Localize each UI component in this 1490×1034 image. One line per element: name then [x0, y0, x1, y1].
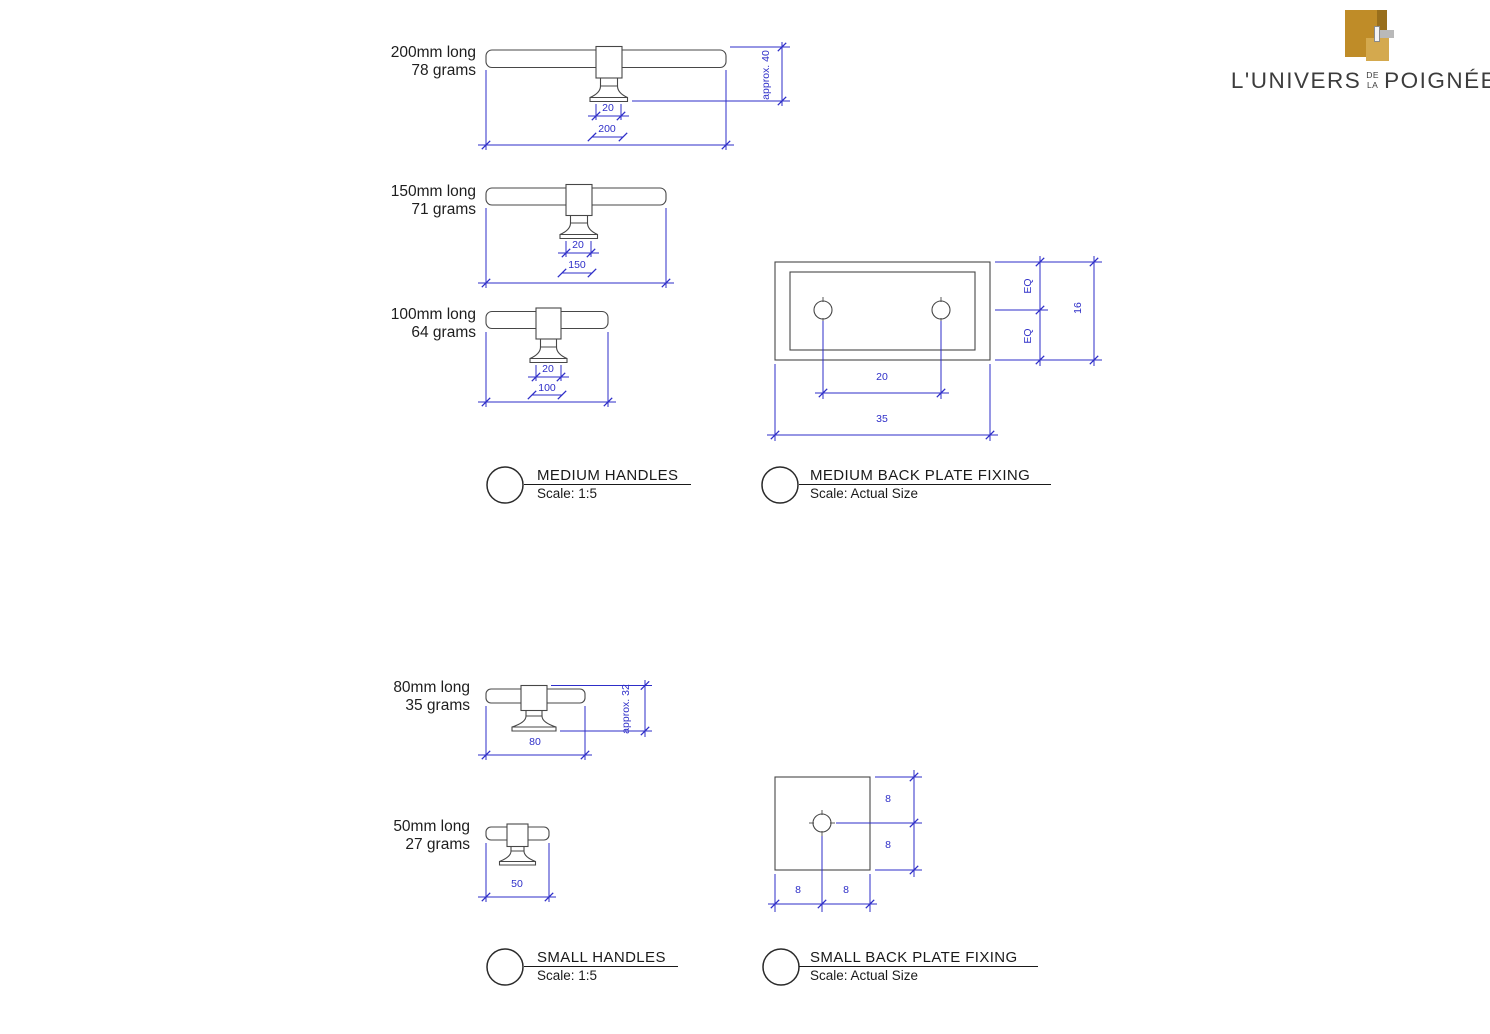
small-plate-dimension-lines — [768, 770, 922, 912]
medium-back-plate-drawing: EQ EQ 16 20 35 — [767, 256, 1102, 441]
caption-small-plate: SMALL BACK PLATE FIXING Scale: Actual Si… — [762, 948, 1038, 986]
brand-word-de-la: DE LA — [1366, 70, 1380, 90]
handle-50-dimension-lines — [478, 843, 556, 902]
handle-100mm-drawing: 100mm long 64 grams 20 100 — [391, 306, 616, 407]
handle-80-length-dim: 80 — [529, 736, 541, 748]
handle-80mm-drawing: 80mm long 35 grams 80 approx. 32 — [393, 679, 652, 760]
caption-bubble-small-plate — [762, 948, 800, 986]
handle-80-outline — [485, 684, 586, 732]
handle-200-outline — [485, 45, 727, 103]
caption-small-plate-scale: Scale: Actual Size — [810, 968, 918, 983]
handle-50-length-dim: 50 — [511, 878, 523, 890]
caption-medium-handles-title: MEDIUM HANDLES — [537, 467, 678, 484]
handle-200-label-weight: 78 grams — [411, 62, 476, 79]
handle-150-label-length: 150mm long — [391, 183, 476, 200]
handle-200-length-dim: 200 — [598, 123, 616, 135]
handle-200-neck-dim: 20 — [602, 102, 614, 114]
brand-icon-gold-light-square — [1366, 38, 1389, 61]
caption-medium-handles-scale: Scale: 1:5 — [537, 486, 597, 501]
handle-80-label-length: 80mm long — [393, 679, 470, 696]
handle-50mm-drawing: 50mm long 27 grams 50 — [393, 818, 556, 902]
handle-150-label-weight: 71 grams — [411, 201, 476, 218]
medium-plate-outline — [774, 261, 991, 361]
small-back-plate-drawing: 8 8 8 8 — [768, 770, 922, 912]
handle-100-dimension-lines — [478, 332, 616, 407]
handle-150-dimension-lines — [478, 208, 674, 288]
medium-plate-width-dim: 35 — [876, 413, 888, 425]
handle-50-label-length: 50mm long — [393, 818, 470, 835]
handle-200-height-dim: approx. 40 — [760, 50, 772, 100]
medium-plate-eq-bottom-dim: EQ — [1022, 328, 1034, 343]
handle-150mm-drawing: 150mm long 71 grams 20 150 — [391, 183, 674, 288]
handle-150-outline — [485, 183, 667, 240]
handle-200mm-drawing: 200mm long 78 grams 20 200 — [391, 42, 790, 150]
brand-icon-handle-stem — [1374, 26, 1380, 42]
brand-wordmark: L'UNIVERS DE LA POIGNÉE — [1231, 68, 1490, 94]
caption-small-handles-title: SMALL HANDLES — [537, 949, 666, 966]
caption-bubble-medium-handles — [486, 466, 524, 504]
brand-logo: L'UNIVERS DE LA POIGNÉE — [1231, 10, 1490, 94]
caption-medium-plate: MEDIUM BACK PLATE FIXING Scale: Actual S… — [761, 466, 1051, 504]
caption-small-handles-scale: Scale: 1:5 — [537, 968, 597, 983]
handle-80-height-dim: approx. 32 — [620, 684, 632, 734]
handle-200-dimension-lines — [478, 42, 790, 150]
small-plate-bottom-right-dim: 8 — [843, 884, 849, 896]
handle-80-dimension-lines — [478, 680, 652, 760]
handle-100-outline — [485, 307, 609, 364]
caption-small-handles: SMALL HANDLES Scale: 1:5 — [486, 948, 678, 986]
caption-bubble-small-handles — [486, 948, 524, 986]
handle-100-label-length: 100mm long — [391, 306, 476, 323]
brand-icon — [1345, 10, 1395, 62]
medium-plate-height-dim: 16 — [1072, 302, 1084, 314]
handle-200-label-length: 200mm long — [391, 44, 476, 61]
brand-icon-handle-knob — [1380, 30, 1394, 38]
medium-plate-hole-spacing-dim: 20 — [876, 371, 888, 383]
caption-medium-plate-scale: Scale: Actual Size — [810, 486, 918, 501]
caption-bubble-medium-plate — [761, 466, 799, 504]
brand-word-poignee: POIGNÉE — [1384, 68, 1490, 93]
medium-plate-eq-top-dim: EQ — [1022, 278, 1034, 293]
small-plate-bottom-left-dim: 8 — [795, 884, 801, 896]
handle-150-neck-dim: 20 — [572, 239, 584, 251]
handle-100-label-weight: 64 grams — [411, 324, 476, 341]
small-plate-right-top-dim: 8 — [885, 793, 891, 805]
small-plate-right-bottom-dim: 8 — [885, 839, 891, 851]
handle-50-label-weight: 27 grams — [405, 836, 470, 853]
handle-100-neck-dim: 20 — [542, 363, 554, 375]
caption-medium-plate-title: MEDIUM BACK PLATE FIXING — [810, 467, 1030, 484]
handle-150-length-dim: 150 — [568, 259, 586, 271]
handle-50-outline — [485, 823, 550, 866]
medium-plate-dimension-lines — [767, 256, 1102, 441]
brand-word-univers: L'UNIVERS — [1230, 68, 1362, 93]
handle-80-label-weight: 35 grams — [405, 697, 470, 714]
caption-small-plate-title: SMALL BACK PLATE FIXING — [810, 949, 1018, 966]
caption-medium-handles: MEDIUM HANDLES Scale: 1:5 — [486, 466, 691, 504]
handle-100-length-dim: 100 — [538, 382, 556, 394]
